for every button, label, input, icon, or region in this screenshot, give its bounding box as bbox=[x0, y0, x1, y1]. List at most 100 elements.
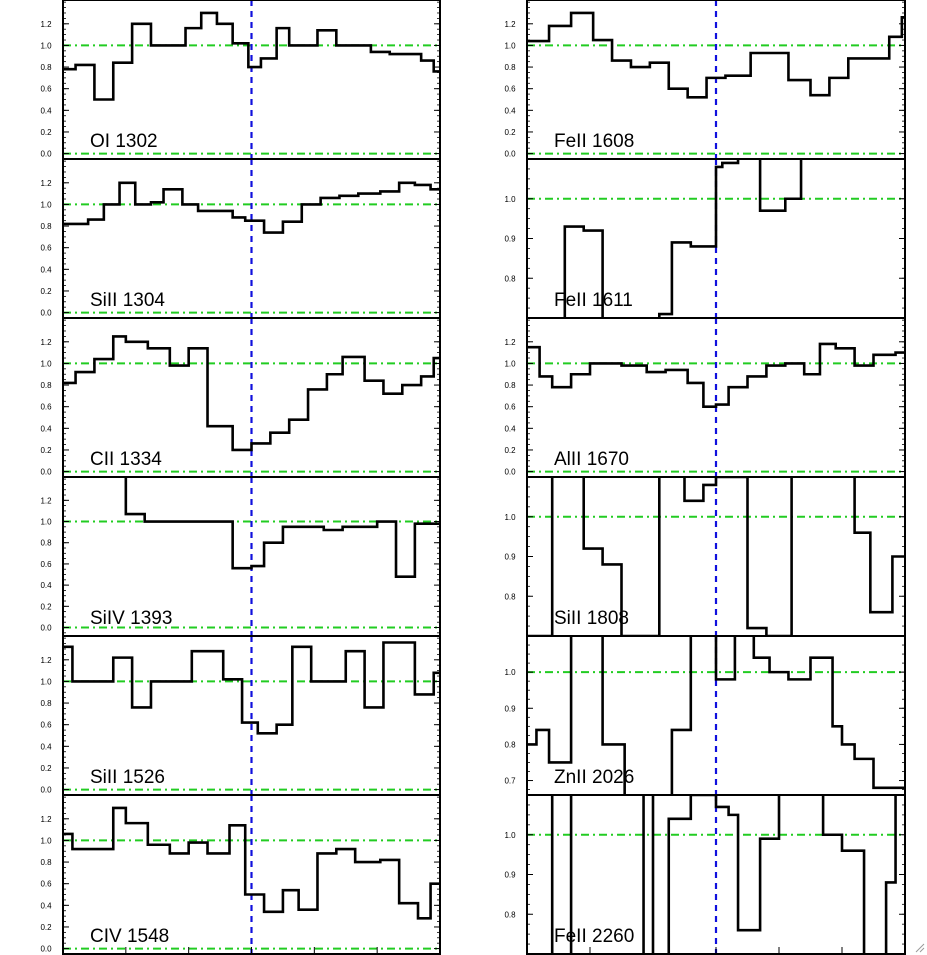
y-tick-label: 1.0 bbox=[40, 41, 52, 50]
y-tick-label: 0.9 bbox=[504, 871, 516, 880]
spectrum-flux bbox=[550, 795, 897, 954]
spectrum-panel: 0.00.20.40.60.81.01.2OI 1302 bbox=[40, 0, 441, 160]
spectrum-flux bbox=[527, 342, 905, 408]
y-tick-label: 1.0 bbox=[40, 359, 52, 368]
y-tick-label: 1.2 bbox=[40, 20, 52, 29]
panel-label: FeII 2260 bbox=[554, 926, 634, 947]
y-tick-label: 0.0 bbox=[40, 624, 52, 633]
y-tick-label: 0.6 bbox=[504, 85, 516, 94]
panel-label: OI 1302 bbox=[90, 131, 158, 152]
y-tick-label: 0.8 bbox=[40, 381, 52, 390]
panel-plot-area bbox=[63, 795, 440, 954]
panel-plot-area bbox=[527, 318, 905, 477]
y-tick-label: 1.2 bbox=[504, 338, 516, 347]
y-tick-label: 0.8 bbox=[40, 858, 52, 867]
y-tick-label: 0.4 bbox=[40, 901, 52, 910]
y-tick-label: 1.2 bbox=[40, 656, 52, 665]
y-tick-label: 0.6 bbox=[40, 560, 52, 569]
y-tick-label: 1.0 bbox=[40, 677, 52, 686]
y-tick-label: 0.6 bbox=[40, 880, 52, 889]
y-tick-label: 1.0 bbox=[504, 513, 516, 522]
y-tick-label: 0.8 bbox=[504, 910, 516, 919]
panel-label: CIV 1548 bbox=[90, 926, 169, 947]
y-tick-label: 0.2 bbox=[40, 128, 52, 137]
y-tick-label: 0.8 bbox=[504, 592, 516, 601]
spectrum-flux bbox=[63, 11, 440, 101]
plot-column-1: 0.0 0.2 0.4 0.6 0.8 1.0 1.2 OI 1302 0.0 0.2 0.4 0.6… bbox=[40, 0, 441, 955]
y-tick-label: 0.4 bbox=[40, 265, 52, 274]
y-tick-label: 0.0 bbox=[504, 150, 516, 159]
y-tick-label: 1.0 bbox=[40, 518, 52, 527]
y-tick-label: 0.2 bbox=[40, 446, 52, 455]
panel-plot-area bbox=[63, 0, 440, 159]
spectrum-flux bbox=[527, 477, 905, 636]
spectrum-flux bbox=[63, 335, 440, 452]
panel-plot-area bbox=[527, 0, 905, 159]
y-tick-label: 1.0 bbox=[504, 831, 516, 840]
y-tick-label: 0.9 bbox=[504, 553, 516, 562]
spectrum-flux bbox=[63, 806, 440, 920]
y-tick-label: 1.0 bbox=[40, 200, 52, 209]
y-tick-label: 0.0 bbox=[40, 945, 52, 954]
y-tick-label: 0.4 bbox=[40, 581, 52, 590]
y-tick-label: 1.0 bbox=[504, 195, 516, 204]
y-tick-label: 0.8 bbox=[40, 63, 52, 72]
y-tick-label: 0.4 bbox=[504, 424, 516, 433]
panel-label: SiII 1808 bbox=[554, 608, 629, 629]
y-tick-label: 0.8 bbox=[504, 740, 516, 749]
resize-grip-icon[interactable] bbox=[915, 943, 925, 953]
spectrum-flux bbox=[124, 477, 440, 578]
y-tick-label: 0.0 bbox=[504, 468, 516, 477]
y-tick-label: 0.8 bbox=[40, 222, 52, 231]
spectrum-flux bbox=[527, 636, 905, 795]
y-tick-label: 0.4 bbox=[504, 106, 516, 115]
panel-label: CII 1334 bbox=[90, 449, 162, 470]
panel-label: SiII 1526 bbox=[90, 767, 165, 788]
spectrum-flux bbox=[527, 11, 905, 99]
y-tick-label: 0.9 bbox=[504, 704, 516, 713]
y-tick-label: 0.2 bbox=[504, 128, 516, 137]
panel-plot-area bbox=[527, 477, 905, 636]
panel-plot-area bbox=[527, 636, 905, 795]
y-tick-label: 1.2 bbox=[40, 338, 52, 347]
y-tick-label: 1.2 bbox=[504, 20, 516, 29]
y-tick-label: 0.8 bbox=[40, 539, 52, 548]
panel-plot-area bbox=[63, 636, 440, 795]
y-tick-label: 0.2 bbox=[40, 764, 52, 773]
spectrum-flux bbox=[563, 159, 803, 318]
y-tick-label: 0.2 bbox=[504, 446, 516, 455]
y-tick-label: 1.0 bbox=[504, 41, 516, 50]
y-tick-label: 0.8 bbox=[40, 699, 52, 708]
y-tick-label: 0.0 bbox=[40, 786, 52, 795]
y-tick-label: 1.0 bbox=[504, 359, 516, 368]
spectrum-flux bbox=[63, 181, 440, 234]
y-tick-label: 1.0 bbox=[504, 668, 516, 677]
y-tick-label: 0.7 bbox=[504, 777, 516, 786]
spectrum-flux bbox=[63, 641, 440, 735]
panel-plot-area bbox=[527, 795, 905, 954]
y-tick-label: 1.0 bbox=[40, 836, 52, 845]
y-tick-label: 0.2 bbox=[40, 602, 52, 611]
panel-label: FeII 1608 bbox=[554, 131, 634, 152]
panel-label: ZnII 2026 bbox=[554, 767, 634, 788]
y-tick-label: 0.2 bbox=[40, 287, 52, 296]
y-tick-label: 1.2 bbox=[40, 815, 52, 824]
y-tick-label: 0.4 bbox=[40, 742, 52, 751]
y-tick-label: 0.6 bbox=[40, 403, 52, 412]
y-tick-label: 0.0 bbox=[40, 309, 52, 318]
y-tick-label: 0.6 bbox=[40, 244, 52, 253]
panel-plot-area bbox=[527, 159, 905, 318]
